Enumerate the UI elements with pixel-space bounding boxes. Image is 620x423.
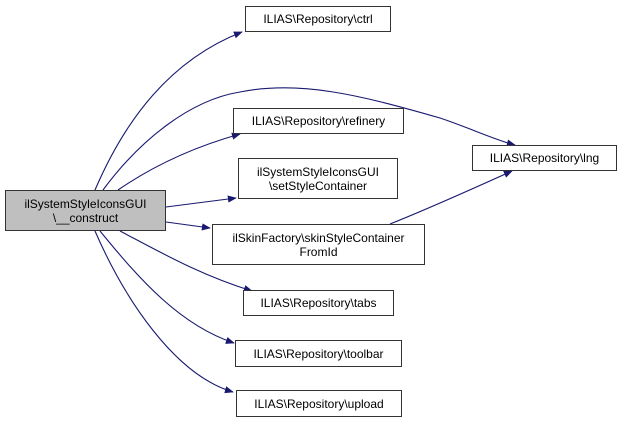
node-tabs-label: ILIAS\Repository\tabs [260,296,377,310]
node-lng-label: ILIAS\Repository\lng [489,151,600,165]
node-skin-style-container-from-id-line1: ilSkinFactory\skinStyleContainer [232,230,405,245]
node-construct-line1: ilSystemStyleIconsGUI [24,196,147,211]
node-set-style-container-line2: \setStyleContainer [268,178,368,193]
node-ctrl-label: ILIAS\Repository\ctrl [263,12,373,26]
node-upload-label: ILIAS\Repository\upload [254,396,384,411]
node-lng[interactable]: ILIAS\Repository\lng [472,145,617,171]
node-refinery-label: ILIAS\Repository\refinery [251,114,386,128]
node-upload[interactable]: ILIAS\Repository\upload [236,390,402,417]
node-skin-style-container-from-id-line2: FromId [299,244,338,259]
edge-construct-to-upload [94,230,234,394]
node-tabs[interactable]: ILIAS\Repository\tabs [243,290,394,316]
node-construct-line2: \__construct [52,210,119,225]
node-skin-style-container-from-id[interactable]: ilSkinFactory\skinStyleContainer FromId [212,224,425,265]
node-set-style-container-line1: ilSystemStyleIconsGUI [256,164,380,179]
edge-construct-to-ctrl [94,31,243,191]
edge-construct-to-toolbar [99,230,235,344]
node-ctrl[interactable]: ILIAS\Repository\ctrl [245,6,391,32]
node-refinery[interactable]: ILIAS\Repository\refinery [233,108,404,134]
edge-construct-to-setStyleContainer [165,195,237,208]
node-toolbar[interactable]: ILIAS\Repository\toolbar [235,340,402,367]
edge-construct-to-refinery [117,132,241,191]
edge-construct-to-lng [102,87,516,191]
edge-skinStyleContainerFromId-to-lng [389,170,513,225]
node-toolbar-label: ILIAS\Repository\toolbar [253,346,384,361]
edge-construct-to-tabs [119,230,253,293]
node-construct[interactable]: ilSystemStyleIconsGUI \__construct [5,190,166,231]
edge-construct-to-skinStyleContainerFromId [165,221,211,231]
node-set-style-container[interactable]: ilSystemStyleIconsGUI \setStyleContainer [238,158,398,199]
